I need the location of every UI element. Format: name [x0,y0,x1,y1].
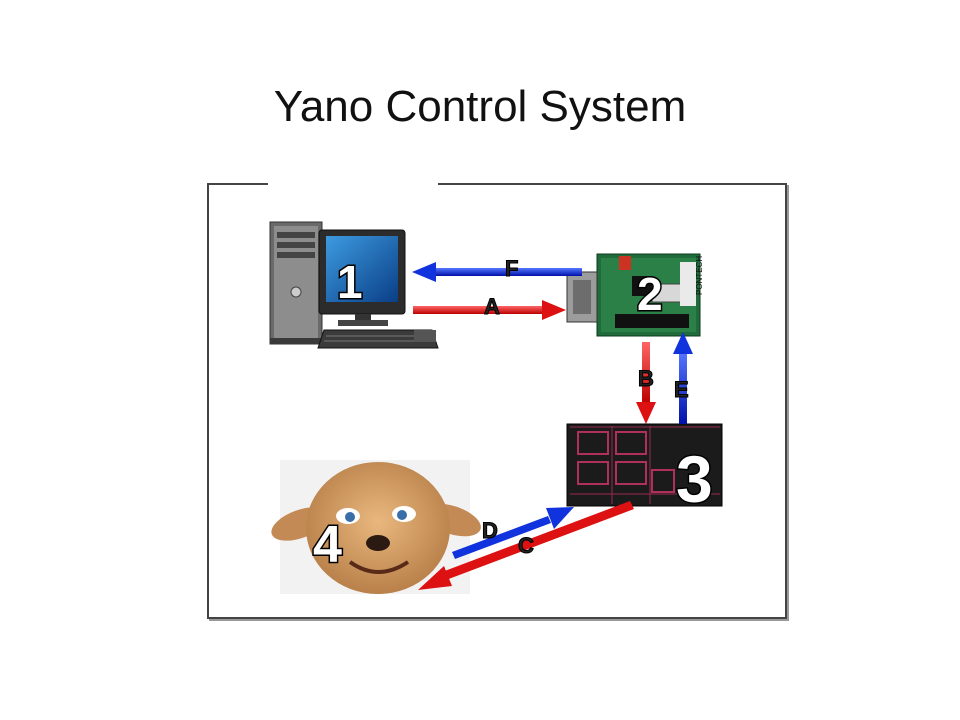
desktop-computer-icon [269,221,439,349]
frame-notch [268,179,438,187]
component-number-2: 2 [637,268,663,320]
connection-label-f: F [505,256,518,281]
arrow-d [452,507,574,559]
connection-label-a: A [484,294,500,319]
connection-label-e: E [674,377,689,402]
page-title: Yano Control System [273,82,687,131]
arrow-a [413,300,566,320]
component-number-1: 1 [337,256,363,308]
connection-label-c: C [518,533,534,558]
connection-label-b: B [638,366,654,391]
component-number-3: 3 [676,442,713,516]
board-brand-text: PONTECH [695,256,704,295]
arrow-c [418,501,634,590]
connection-label-d: D [482,518,498,543]
component-number-4: 4 [313,516,342,574]
circuit-board-icon [566,423,723,507]
arrow-f [412,262,582,282]
arrow-b [636,342,656,424]
arrow-e [673,332,693,424]
controller-board-icon: PONTECH [566,253,704,337]
